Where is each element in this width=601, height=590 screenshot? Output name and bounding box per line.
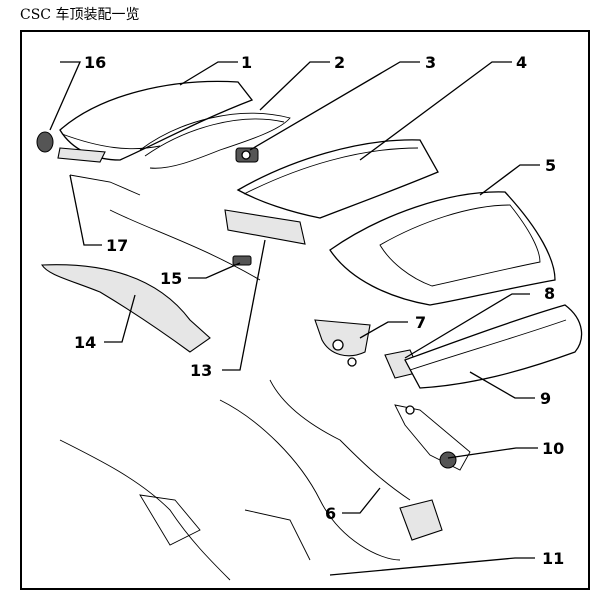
part-4-rear-roof-panel bbox=[236, 139, 439, 219]
part-14-c-pillar-trim bbox=[41, 264, 211, 353]
part-16-side-rail bbox=[57, 147, 141, 196]
callout-17: 16 bbox=[84, 53, 106, 72]
callout-8: 8 bbox=[544, 284, 555, 303]
callout-16: 17 bbox=[106, 236, 128, 255]
part-2-cable-frame bbox=[139, 112, 291, 169]
part-3-motor bbox=[235, 147, 259, 163]
callout-7: 7 bbox=[415, 313, 426, 332]
callout-14: 14 bbox=[74, 333, 96, 352]
callout-4: 4 bbox=[516, 53, 527, 72]
callout-6: 6 bbox=[325, 504, 336, 523]
part-10-linkage bbox=[394, 404, 471, 471]
part-5-rear-window bbox=[329, 191, 556, 306]
callout-5: 5 bbox=[545, 156, 556, 175]
part-17-clip bbox=[36, 131, 54, 153]
leader-lines bbox=[49, 61, 540, 576]
part-1-front-roof-panel bbox=[59, 80, 254, 161]
diagram-title: CSC 车顶装配一览 bbox=[20, 7, 140, 23]
part-7-hinge-bracket bbox=[314, 319, 371, 367]
part-6-harness-control-unit bbox=[219, 379, 443, 561]
part-13-trim-rail bbox=[224, 209, 306, 245]
part-9-trunk-lid bbox=[404, 304, 583, 389]
callout-1: 1 bbox=[241, 53, 252, 72]
callout-9: 9 bbox=[540, 389, 551, 408]
callout-2: 2 bbox=[334, 53, 345, 72]
callout-labels: 16 1 2 3 4 5 8 7 9 10 11 6 13 14 15 17 bbox=[74, 53, 564, 568]
part-11-lower-mechanism bbox=[59, 439, 311, 581]
callout-13: 13 bbox=[190, 361, 212, 380]
callout-3: 3 bbox=[425, 53, 436, 72]
callout-11: 11 bbox=[542, 549, 564, 568]
callout-10: 10 bbox=[542, 439, 564, 458]
callout-15: 15 bbox=[160, 269, 182, 288]
part-15-sensor bbox=[109, 209, 261, 281]
